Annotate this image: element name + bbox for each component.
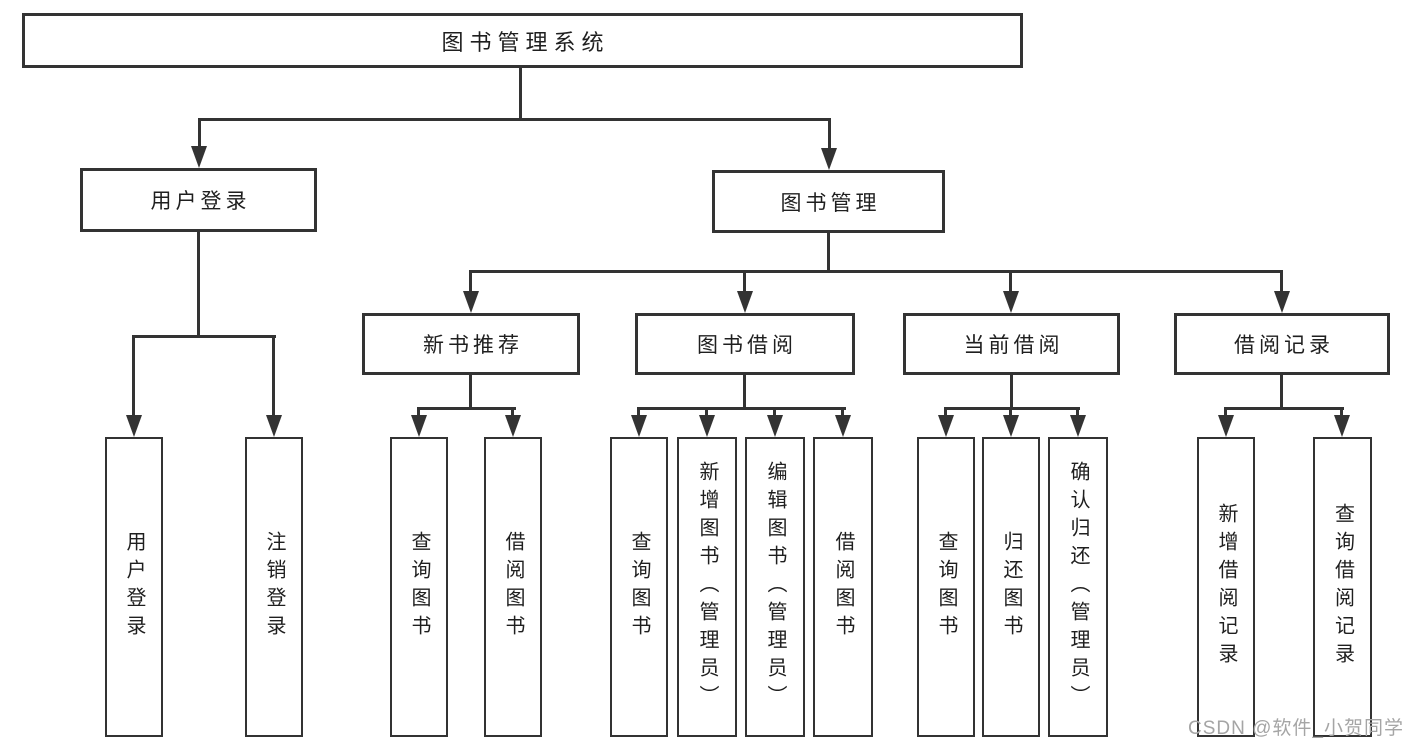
node-label: 图书借阅 bbox=[697, 334, 797, 357]
node-book-management: 图书管理 bbox=[712, 170, 945, 233]
arrowhead bbox=[463, 291, 479, 313]
connector-line bbox=[1340, 407, 1343, 417]
connector-line bbox=[198, 118, 831, 121]
node-library-management-system: 图书管理系统 bbox=[22, 13, 1023, 68]
connector-line bbox=[469, 375, 472, 407]
node-label: 借阅图书 bbox=[832, 531, 854, 643]
node-current-borrowing: 当前借阅 bbox=[903, 313, 1120, 375]
connector-line bbox=[197, 232, 200, 335]
leaf-return-books: 归还图书 bbox=[982, 437, 1040, 737]
node-label: 用户登录 bbox=[150, 190, 251, 213]
connector-line bbox=[637, 407, 640, 417]
connector-line bbox=[1280, 375, 1283, 407]
arrowhead bbox=[1003, 415, 1019, 437]
connector-line bbox=[469, 270, 472, 293]
arrowhead bbox=[938, 415, 954, 437]
connector-line bbox=[1224, 407, 1227, 417]
node-label: 图书管理系统 bbox=[441, 29, 610, 55]
node-label: 归还图书 bbox=[1000, 531, 1022, 643]
connector-line bbox=[743, 270, 746, 293]
arrowhead bbox=[1334, 415, 1350, 437]
leaf-query-books-recommend: 查询图书 bbox=[390, 437, 448, 737]
node-label: 新增借阅记录 bbox=[1215, 503, 1237, 671]
node-book-borrowing: 图书借阅 bbox=[635, 313, 855, 375]
connector-line bbox=[637, 407, 846, 410]
arrowhead bbox=[505, 415, 521, 437]
connector-line bbox=[519, 68, 522, 118]
arrowhead bbox=[411, 415, 427, 437]
arrowhead bbox=[835, 415, 851, 437]
connector-line bbox=[1010, 375, 1013, 407]
leaf-logout: 注销登录 bbox=[245, 437, 303, 737]
connector-line bbox=[1009, 407, 1012, 417]
connector-line bbox=[1280, 270, 1283, 293]
connector-line bbox=[1076, 407, 1079, 417]
leaf-edit-books-admin: 编辑图书（管理员） bbox=[745, 437, 805, 737]
connector-line bbox=[1009, 270, 1012, 293]
node-label: 注销登录 bbox=[263, 531, 285, 643]
node-label: 新增图书（管理员） bbox=[696, 461, 718, 713]
node-label: 图书管理 bbox=[780, 191, 881, 215]
arrowhead bbox=[191, 146, 207, 168]
connector-line bbox=[198, 118, 201, 148]
arrowhead bbox=[1274, 291, 1290, 313]
connector-line bbox=[1224, 407, 1344, 410]
node-label: 查询图书 bbox=[628, 531, 650, 643]
leaf-borrow-books-recommend: 借阅图书 bbox=[484, 437, 542, 737]
arrowhead bbox=[821, 148, 837, 170]
connector-line bbox=[944, 407, 947, 417]
node-label: 当前借阅 bbox=[963, 334, 1064, 357]
connector-line bbox=[841, 407, 844, 417]
arrowhead bbox=[767, 415, 783, 437]
leaf-add-books-admin: 新增图书（管理员） bbox=[677, 437, 737, 737]
csdn-watermark: CSDN @软件_小贺同学 bbox=[1188, 718, 1404, 739]
node-label: 借阅图书 bbox=[502, 531, 524, 643]
node-label: 确认归还（管理员） bbox=[1067, 461, 1089, 713]
leaf-add-borrow-record: 新增借阅记录 bbox=[1197, 437, 1255, 737]
connector-line bbox=[944, 407, 1080, 410]
leaf-query-borrow-record: 查询借阅记录 bbox=[1313, 437, 1372, 737]
node-label: 编辑图书（管理员） bbox=[764, 461, 786, 713]
connector-line bbox=[132, 335, 276, 338]
arrowhead bbox=[699, 415, 715, 437]
leaf-borrow-books: 借阅图书 bbox=[813, 437, 873, 737]
connector-line bbox=[417, 407, 420, 417]
connector-line bbox=[469, 270, 1283, 273]
node-label: 借阅记录 bbox=[1234, 334, 1334, 357]
connector-line bbox=[417, 407, 516, 410]
node-label: 查询图书 bbox=[935, 531, 957, 643]
arrowhead bbox=[266, 415, 282, 437]
arrowhead bbox=[126, 415, 142, 437]
connector-line bbox=[272, 335, 275, 417]
node-label: 查询图书 bbox=[408, 531, 430, 643]
connector-line bbox=[132, 335, 135, 417]
node-label: 用户登录 bbox=[123, 531, 145, 643]
connector-line bbox=[827, 233, 830, 270]
connector-line bbox=[705, 407, 708, 417]
arrowhead bbox=[1070, 415, 1086, 437]
connector-line bbox=[743, 375, 746, 407]
connector-line bbox=[511, 407, 514, 417]
node-new-book-recommend: 新书推荐 bbox=[362, 313, 580, 375]
arrowhead bbox=[1218, 415, 1234, 437]
node-borrowing-records: 借阅记录 bbox=[1174, 313, 1390, 375]
arrowhead bbox=[631, 415, 647, 437]
arrowhead bbox=[1003, 291, 1019, 313]
connector-line bbox=[773, 407, 776, 417]
node-label: 新书推荐 bbox=[423, 334, 523, 357]
node-label: 查询借阅记录 bbox=[1331, 503, 1354, 671]
arrowhead bbox=[737, 291, 753, 313]
leaf-query-books-current: 查询图书 bbox=[917, 437, 975, 737]
leaf-confirm-return-admin: 确认归还（管理员） bbox=[1048, 437, 1108, 737]
leaf-user-login: 用户登录 bbox=[105, 437, 163, 737]
leaf-query-books-borrowing: 查询图书 bbox=[610, 437, 668, 737]
connector-line bbox=[828, 118, 831, 150]
node-user-login: 用户登录 bbox=[80, 168, 317, 232]
